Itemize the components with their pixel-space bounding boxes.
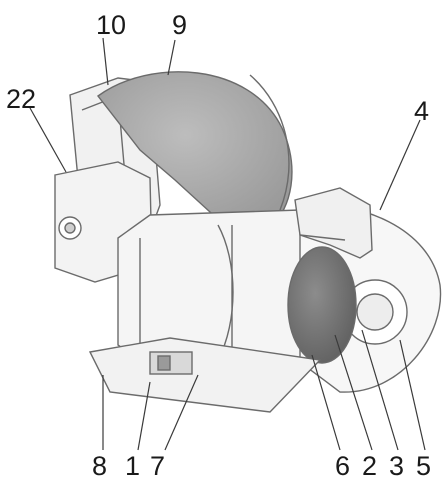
leader-7 [164,374,199,451]
callout-9: 9 [172,10,187,40]
callout-10: 10 [96,10,126,40]
leader-lines [29,37,426,451]
callout-7: 7 [150,451,165,481]
callout-1: 1 [125,451,140,481]
callout-6: 6 [335,451,350,481]
grinding-stone [287,246,357,364]
callout-3: 3 [389,451,404,481]
leader-2 [334,334,373,451]
leader-6 [311,354,341,451]
leader-10 [102,37,109,86]
leader-5 [399,339,426,451]
callout-4: 4 [414,96,429,126]
leader-4 [379,119,421,211]
leader-1 [137,381,151,451]
callout-labels: 10 9 22 4 8 1 7 6 2 3 5 [6,10,431,481]
eye-shield [294,187,373,259]
leader-22 [29,107,67,173]
callout-22: 22 [6,84,36,114]
callout-8: 8 [92,451,107,481]
callout-2: 2 [362,451,377,481]
callout-5: 5 [416,451,431,481]
leader-9 [167,39,176,76]
leader-3 [361,329,399,451]
